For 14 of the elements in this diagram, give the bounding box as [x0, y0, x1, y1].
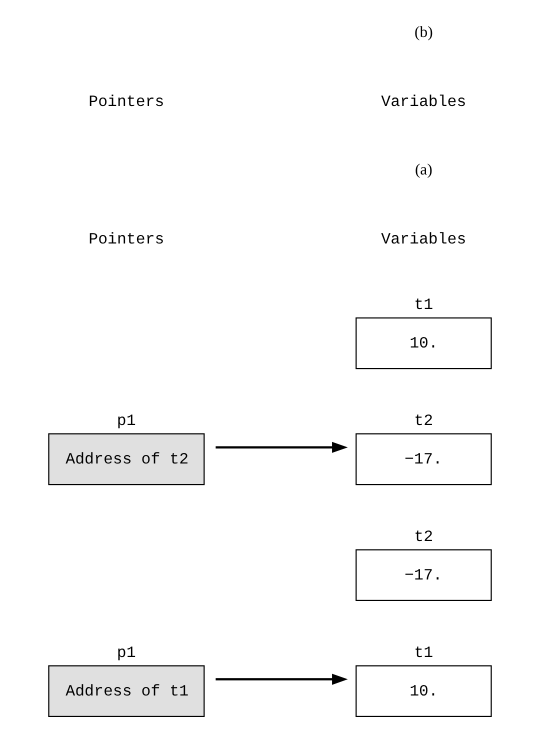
label: Variables	[380, 230, 466, 248]
node-label: t1	[414, 644, 433, 662]
node-label: p1	[116, 644, 136, 662]
label: Pointers	[88, 92, 164, 111]
node-label: t2	[414, 528, 433, 546]
arrow	[215, 442, 348, 453]
arrow	[215, 674, 348, 685]
label: (a)	[414, 162, 432, 179]
node-label: p1	[116, 412, 136, 430]
node-label: t1	[414, 296, 433, 314]
label: (b)	[414, 24, 432, 42]
label: Pointers	[88, 230, 164, 248]
label: Variables	[380, 92, 466, 111]
node-label: t2	[414, 412, 433, 430]
